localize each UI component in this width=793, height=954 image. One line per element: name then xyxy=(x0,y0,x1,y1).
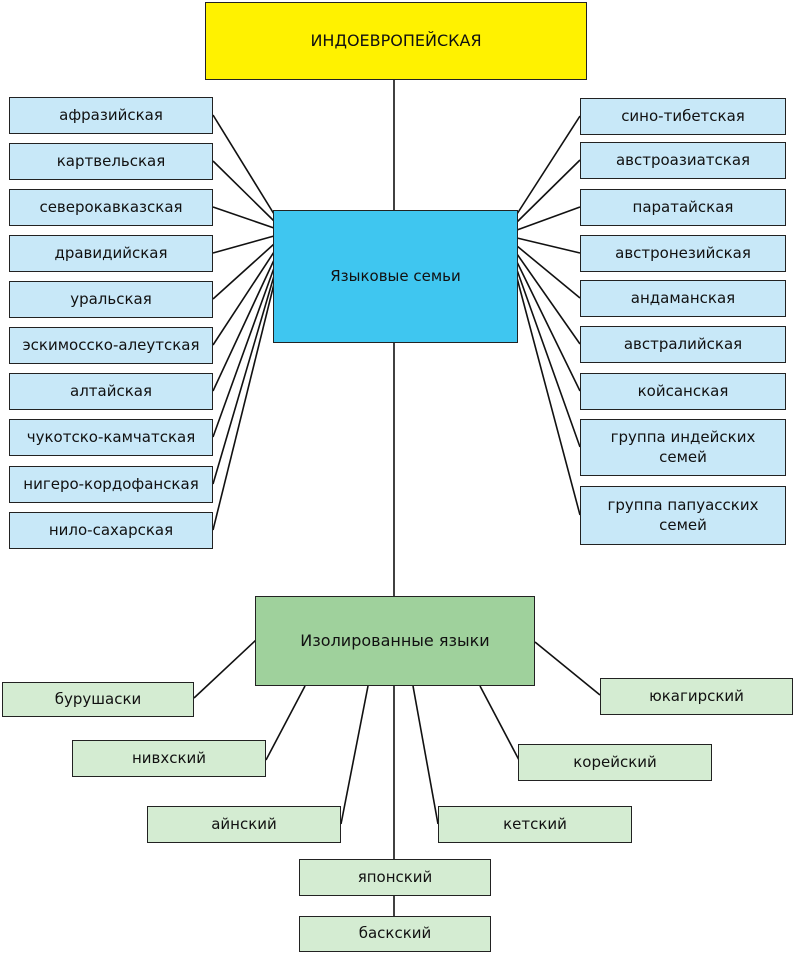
family-niger-kordofanian: нигеро-кордофанская xyxy=(9,466,213,503)
connector-right xyxy=(516,269,581,448)
isolate-basque: баскский xyxy=(299,916,491,952)
family-amerindian-group: группа индейских семей xyxy=(580,419,786,476)
family-eskimo-aleut: эскимосско-алеутская xyxy=(9,327,213,364)
isolate-ainu: айнский xyxy=(147,806,341,843)
family-australian: австралийская xyxy=(580,326,786,363)
connector-right xyxy=(516,277,581,516)
connector-left xyxy=(212,243,275,300)
family-nilo-saharan: нило-сахарская xyxy=(9,512,213,549)
family-austronesian: австронезийская xyxy=(580,235,786,272)
connector-left xyxy=(212,235,275,254)
connector-right xyxy=(516,115,581,215)
isolate-japanese: японский xyxy=(299,859,491,896)
family-afroasiatic: афразийская xyxy=(9,97,213,134)
family-austroasiatic: австроазиатская xyxy=(580,142,786,179)
family-papuan-group: группа папуасских семей xyxy=(580,486,786,545)
connector-right xyxy=(516,253,581,345)
family-kartvelian: картвельская xyxy=(9,143,213,180)
connector-left xyxy=(212,267,275,438)
connector-left xyxy=(212,283,275,531)
isolate-korean: корейский xyxy=(518,744,712,781)
family-north-caucasian: северокавказская xyxy=(9,189,213,226)
isolate-yukaghir: юкагирский xyxy=(600,678,793,715)
connector-left xyxy=(212,160,275,222)
family-dravidian: дравидийская xyxy=(9,235,213,272)
connector-left xyxy=(212,259,275,392)
connector-right xyxy=(516,206,581,231)
connector-right xyxy=(516,261,581,392)
connector-left xyxy=(212,206,275,229)
isolate-nivkh: нивхский xyxy=(72,740,266,777)
family-altaic: алтайская xyxy=(9,373,213,410)
family-uralic: уральская xyxy=(9,281,213,318)
connector-isolate xyxy=(412,685,439,825)
isolate-burushaski: бурушаски xyxy=(2,682,194,717)
family-para-tai: паратайская xyxy=(580,189,786,226)
connector-left xyxy=(212,114,275,215)
isolated-languages-hub: Изолированные языки xyxy=(255,596,535,686)
connector-isolate xyxy=(193,639,257,699)
connector-right xyxy=(516,245,581,299)
family-khoisan: койсанская xyxy=(580,373,786,410)
connector-right xyxy=(516,237,581,254)
family-chukotko-kamchatkan: чукотско-камчатская xyxy=(9,419,213,456)
family-andamanese: андаманская xyxy=(580,280,786,317)
connector-isolate xyxy=(265,685,306,761)
indo-european-box: ИНДОЕВРОПЕЙСКАЯ xyxy=(205,2,587,80)
connector-isolate xyxy=(340,685,369,825)
connector-isolate xyxy=(534,641,601,696)
connector-right xyxy=(516,159,581,223)
connector-left xyxy=(212,275,275,485)
isolate-ket: кетский xyxy=(438,806,632,843)
connector-left xyxy=(212,251,275,346)
language-families-hub: Языковые семьи xyxy=(273,210,518,343)
family-sino-tibetan: сино-тибетская xyxy=(580,98,786,135)
connector-isolate xyxy=(479,685,520,761)
